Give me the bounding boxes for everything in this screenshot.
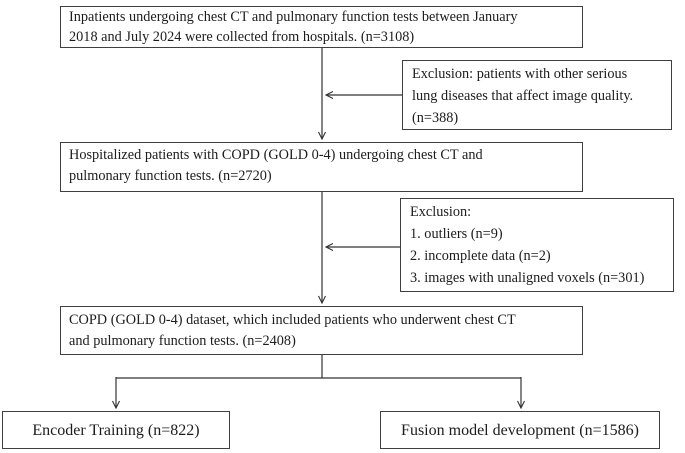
- copd-cohort-box: Hospitalized patients with COPD (GOLD 0-…: [60, 142, 583, 192]
- exclusion-lung-disease-box: Exclusion: patients with other serious lu…: [402, 60, 672, 130]
- fusion-model-box: Fusion model development (n=1586): [380, 411, 660, 449]
- final-dataset-box: COPD (GOLD 0-4) dataset, which included …: [60, 306, 583, 355]
- text-line: 3. images with unaligned voxels (n=301): [410, 270, 645, 286]
- encoder-training-label: Encoder Training (n=822): [32, 421, 200, 439]
- text-line: and pulmonary function tests. (n=2408): [69, 333, 296, 349]
- text-line: Inpatients undergoing chest CT and pulmo…: [69, 9, 518, 25]
- source-population-box: Inpatients undergoing chest CT and pulmo…: [60, 6, 583, 48]
- text-line: lung diseases that affect image quality.: [412, 88, 634, 104]
- encoder-training-box: Encoder Training (n=822): [2, 411, 230, 449]
- text-line: Hospitalized patients with COPD (GOLD 0-…: [69, 147, 483, 163]
- text-line: 1. outliers (n=9): [410, 226, 503, 242]
- text-line: (n=388): [412, 110, 459, 126]
- text-line: pulmonary function tests. (n=2720): [69, 168, 272, 184]
- fusion-model-label: Fusion model development (n=1586): [401, 421, 639, 439]
- text-line: Exclusion: patients with other serious: [412, 66, 628, 82]
- text-line: 2. incomplete data (n=2): [410, 248, 551, 264]
- text-line: COPD (GOLD 0-4) dataset, which included …: [69, 312, 516, 328]
- exclusion-data-quality-box: Exclusion: 1. outliers (n=9) 2. incomplete…: [400, 198, 674, 292]
- text-line: Exclusion:: [410, 204, 472, 220]
- text-line: 2018 and July 2024 were collected from h…: [69, 28, 415, 45]
